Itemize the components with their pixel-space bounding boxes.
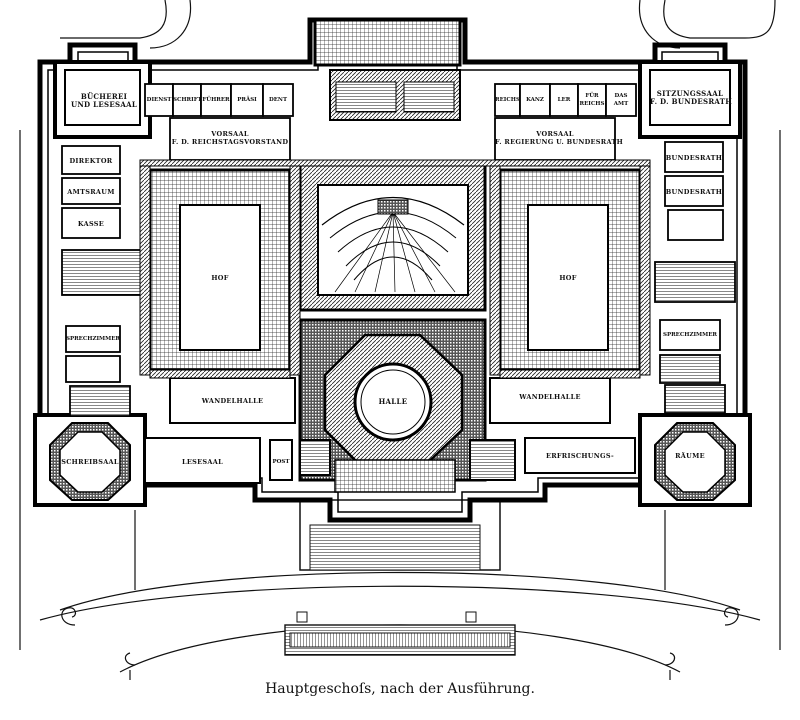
room-label-reichs: REICHS [495, 97, 520, 103]
grounds-outline [19, 0, 781, 680]
room-label-schreibsaal: SCHREIBSAAL [61, 458, 119, 466]
right-wing-rooms [654, 141, 736, 414]
room-label-fuer-reichs: FÜR REICHS [578, 92, 606, 108]
room-label-lesesaal: LESESAAL [182, 458, 223, 466]
courtyards [148, 168, 642, 372]
room-label-hof-right: HOF [559, 274, 577, 282]
room-label-vorsaal-right-line1: VORSAAL [536, 130, 574, 138]
room-label-vorsaal-left-line2: F. D. REICHSTAGSVORSTAND [171, 138, 289, 146]
room-label-bundesrath-2: BUNDESRATH [665, 188, 723, 196]
room-label-vorsaal-right-line2: F. REGIERUNG U. BUNDESRATH [495, 138, 624, 146]
room-label-halle: HALLE [378, 397, 408, 406]
plan-caption: Hauptgeschoſs, nach der Ausführung. [265, 681, 535, 697]
room-label-ler: LER [557, 97, 571, 103]
lower-rooms [144, 377, 636, 484]
room-label-schrift: SCHRIFT [173, 97, 202, 103]
room-label-kanz: KANZ [526, 97, 544, 103]
room-label-hof-left: HOF [211, 274, 229, 282]
room-label-das-amt: DAS AMT [606, 92, 636, 108]
room-label-fuer-reichs-line1: FÜR [585, 93, 599, 99]
room-label-das-amt-line1: DAS [614, 93, 628, 99]
room-label-wandelhalle-right: WANDELHALLE [519, 393, 581, 401]
room-label-amtsraum: AMTSRAUM [67, 188, 115, 196]
room-label-wandelhalle-left: WANDELHALLE [201, 397, 264, 405]
left-wing-rooms [61, 145, 143, 417]
room-label-sitzungssaal-line2: F. D. BUNDESRATH [650, 97, 733, 106]
garden-scrolls [61, 607, 739, 666]
room-label-sprechzimmer-left: SPRECHZIMMER [66, 336, 120, 342]
top-rooms [144, 83, 637, 161]
plenary-hall [298, 163, 487, 312]
room-label-dienst: DIENST [146, 97, 172, 103]
room-label-post: POST [272, 459, 290, 465]
room-label-dent: DENT [268, 97, 288, 103]
room-label-sitzungssaal-line1: SITZUNGSSAAL [656, 89, 724, 98]
room-label-erfrischungs: ERFRISCHUNGS- [545, 452, 615, 460]
room-label-raeume: RÄUME [675, 452, 705, 460]
room-label-buecherei-line2: UND LESESAAL [70, 100, 138, 109]
room-label-praesi: PRÄSI [237, 97, 257, 103]
room-label-sprechzimmer-right: SPRECHZIMMER [663, 332, 717, 338]
room-label-bundesrath-1: BUNDESRATH [665, 154, 723, 162]
corridor-hatching [139, 159, 651, 379]
room-label-kasse: KASSE [77, 220, 105, 228]
room-label-buecherei-line1: BÜCHEREI [80, 92, 128, 101]
room-label-fuehrer: FÜHRER [202, 97, 230, 103]
room-label-vorsaal-left-line1: VORSAAL [211, 130, 249, 138]
room-label-direktor: DIREKTOR [69, 157, 113, 165]
forecourt-ramp [284, 499, 516, 656]
corner-pavilions [33, 60, 752, 507]
front-portico [313, 18, 462, 121]
room-label-das-amt-line2: AMT [613, 101, 629, 107]
room-label-fuer-reichs-line2: REICHS [579, 101, 605, 107]
